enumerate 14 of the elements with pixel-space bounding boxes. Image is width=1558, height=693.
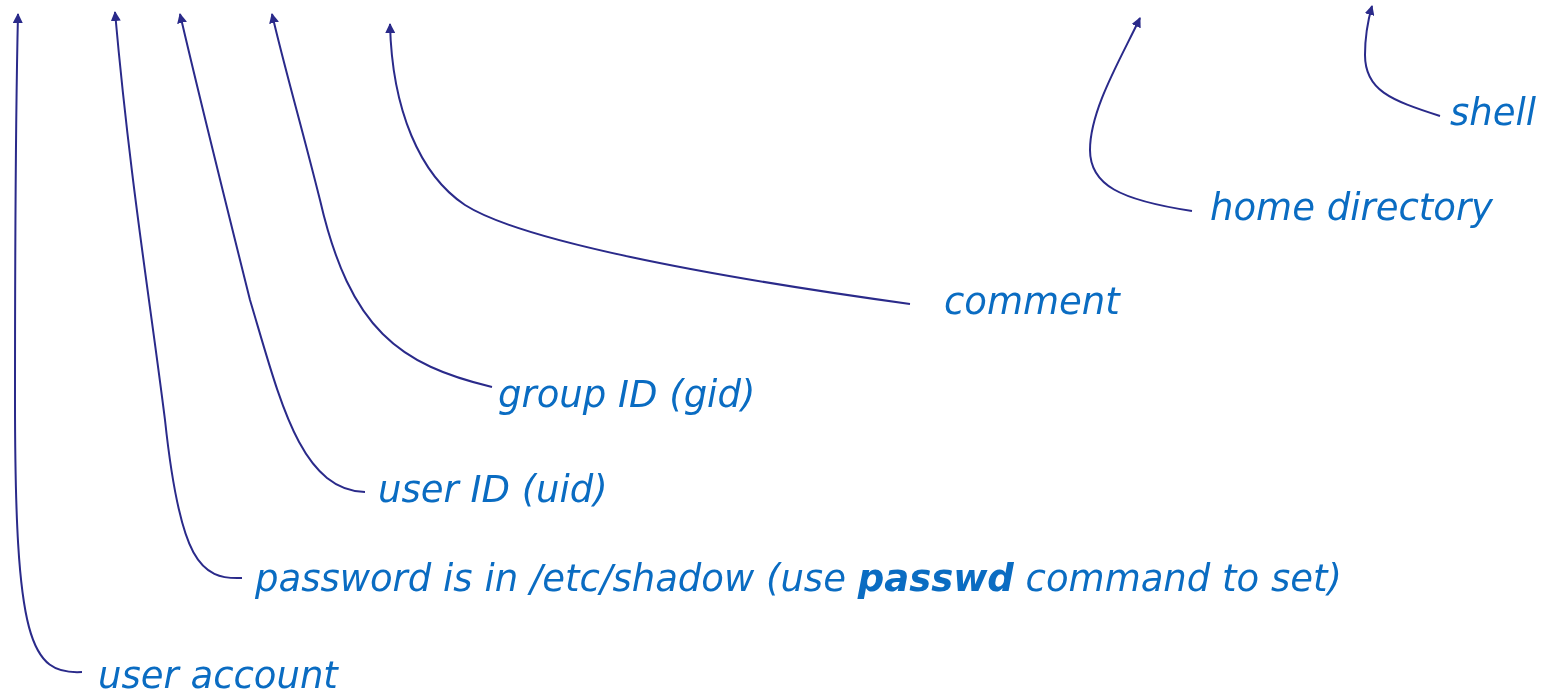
callout-label: comment (944, 279, 1120, 325)
leader-line (12, 13, 83, 673)
leader-line (177, 13, 366, 493)
callout-label: shell (1450, 90, 1537, 136)
leader-line (1364, 5, 1441, 117)
callout-label: user account (98, 653, 338, 693)
callout-label: password is in /etc/shadow (use passwd command to set) (255, 556, 1342, 602)
leader-line (385, 23, 911, 305)
leader-line (110, 11, 243, 579)
leader-line (1089, 17, 1193, 212)
leader-line (269, 13, 493, 388)
callout-label: user ID (uid) (378, 467, 608, 513)
callout-label: home directory (1210, 185, 1493, 231)
callout-label: group ID (gid) (498, 372, 756, 418)
